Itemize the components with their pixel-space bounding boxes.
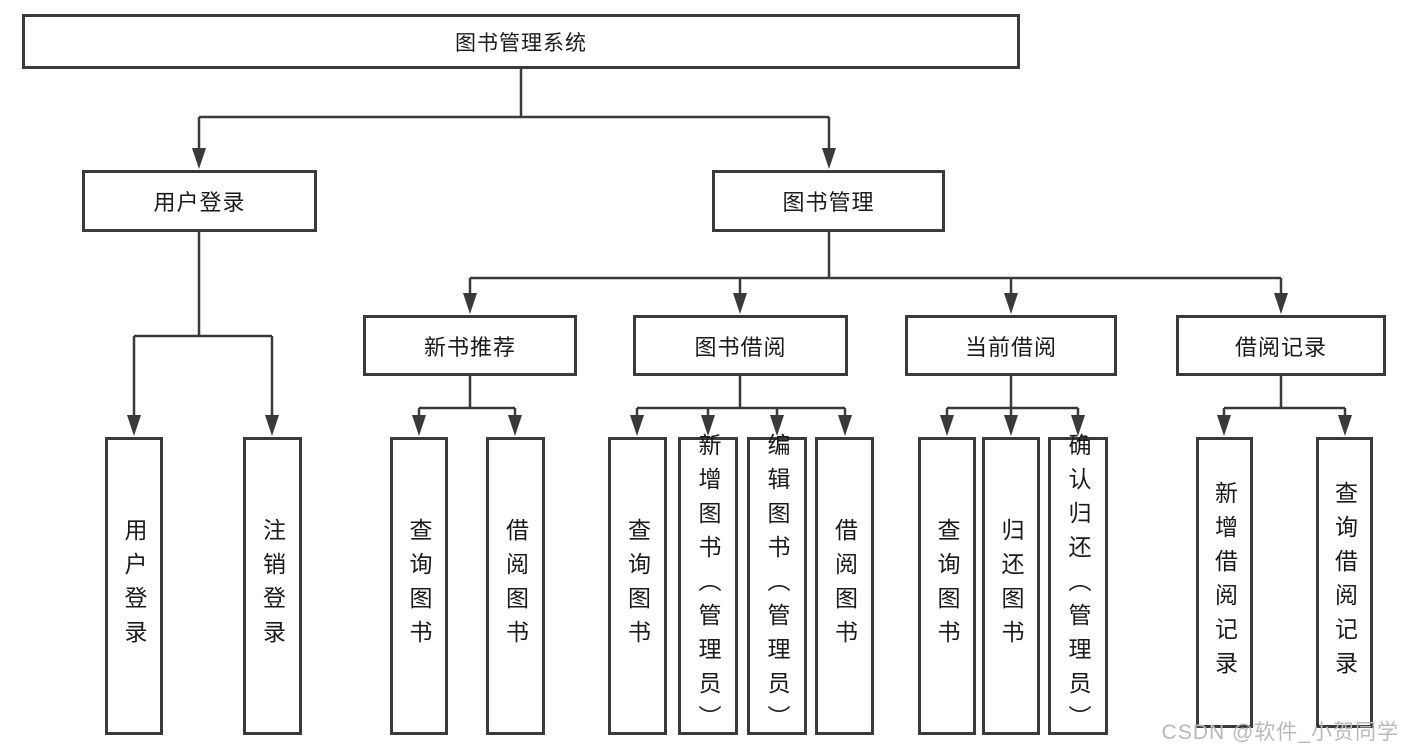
arrowhead bbox=[1338, 415, 1352, 436]
node-current-borrowing: 当前借阅 bbox=[905, 315, 1117, 376]
arrowhead bbox=[192, 148, 206, 169]
node-label: 图书管理 bbox=[782, 190, 875, 215]
csdn-watermark: CSDN @软件_小贺同学 bbox=[1161, 721, 1399, 744]
node-library-management-system: 图书管理系统 bbox=[22, 14, 1020, 69]
node-label: 借阅记录 bbox=[1234, 334, 1327, 360]
arrowhead bbox=[1071, 415, 1085, 436]
arrowhead bbox=[701, 415, 715, 436]
node-query-books-borrowing: 查询图书 bbox=[608, 437, 667, 735]
arrowhead bbox=[838, 415, 852, 436]
node-label: 查询借阅记录 bbox=[1331, 480, 1358, 685]
node-query-books-recommend: 查询图书 bbox=[390, 437, 448, 735]
node-label: 确认归还（管理员） bbox=[1065, 433, 1091, 739]
node-confirm-return-admin: 确认归还（管理员） bbox=[1048, 433, 1108, 739]
node-book-management: 图书管理 bbox=[712, 170, 945, 232]
node-borrowing-records: 借阅记录 bbox=[1176, 315, 1386, 376]
node-query-books-current: 查询图书 bbox=[918, 437, 976, 735]
arrowhead bbox=[1004, 415, 1018, 436]
node-return-books: 归还图书 bbox=[982, 437, 1040, 735]
arrowhead bbox=[508, 415, 522, 436]
node-label: 归还图书 bbox=[998, 518, 1024, 654]
node-book-borrowing: 图书借阅 bbox=[633, 315, 848, 376]
node-borrow-books-leaf: 借阅图书 bbox=[815, 437, 874, 735]
node-edit-books-admin: 编辑图书（管理员） bbox=[747, 433, 807, 739]
node-label: 注销登录 bbox=[259, 518, 286, 654]
node-add-borrow-record: 新增借阅记录 bbox=[1196, 437, 1253, 728]
node-label: 编辑图书（管理员） bbox=[764, 433, 790, 739]
arrowhead bbox=[463, 293, 477, 314]
arrowhead bbox=[1274, 293, 1288, 314]
node-label: 新增图书（管理员） bbox=[695, 433, 721, 739]
node-label: 新增借阅记录 bbox=[1211, 480, 1238, 685]
arrowhead bbox=[822, 148, 836, 169]
node-label: 当前借阅 bbox=[964, 334, 1057, 360]
arrowhead bbox=[265, 415, 279, 436]
node-label: 借阅图书 bbox=[502, 518, 529, 654]
arrowhead bbox=[940, 415, 954, 436]
arrowhead bbox=[733, 293, 747, 314]
arrowhead bbox=[770, 415, 784, 436]
node-user-login-leaf: 用户登录 bbox=[105, 437, 163, 735]
node-label: 图书借阅 bbox=[694, 334, 787, 360]
node-add-books-admin: 新增图书（管理员） bbox=[678, 433, 738, 739]
arrowhead bbox=[412, 415, 426, 436]
node-label: 查询图书 bbox=[406, 518, 432, 654]
arrowhead bbox=[127, 415, 141, 436]
node-new-book-recommendation: 新书推荐 bbox=[363, 315, 577, 376]
node-label: 新书推荐 bbox=[423, 334, 516, 360]
node-logout-login: 注销登录 bbox=[243, 437, 302, 735]
arrowhead bbox=[1217, 415, 1231, 436]
node-query-borrow-record: 查询借阅记录 bbox=[1316, 437, 1373, 728]
node-label: 用户登录 bbox=[121, 518, 147, 654]
node-borrow-books-recommend: 借阅图书 bbox=[486, 437, 545, 735]
node-user-login: 用户登录 bbox=[82, 170, 317, 232]
node-label: 用户登录 bbox=[153, 190, 246, 215]
arrowhead bbox=[1004, 293, 1018, 314]
node-label: 查询图书 bbox=[934, 518, 960, 654]
node-label: 图书管理系统 bbox=[455, 31, 587, 55]
arrowhead bbox=[630, 415, 644, 436]
node-label: 查询图书 bbox=[624, 518, 651, 654]
node-label: 借阅图书 bbox=[831, 518, 858, 654]
